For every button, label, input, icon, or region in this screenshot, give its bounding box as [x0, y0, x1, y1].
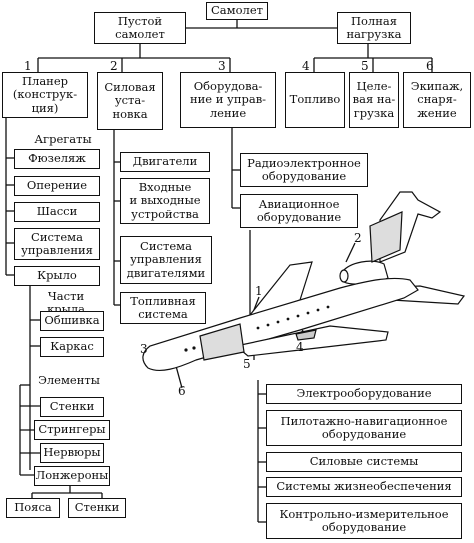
box-equipment-control: Оборудова- ние и управ- ление: [180, 72, 276, 128]
box-webs: Стенки: [40, 397, 104, 417]
box-fuselage: Фюзеляж: [14, 149, 100, 169]
box-aviation-equipment: Авиационное оборудование: [240, 194, 358, 228]
box-landing-gear: Шасси: [14, 202, 100, 222]
number-1: 1: [24, 59, 32, 73]
box-control-system: Система управления: [14, 228, 100, 260]
box-life-support: Системы жизнеобеспечения: [266, 477, 462, 497]
box-crew-equipment: Экипаж, снаря- жение: [403, 72, 471, 128]
box-inlets-outlets: Входные и выходные устройства: [120, 178, 210, 224]
number-3: 3: [218, 59, 226, 73]
box-stringers: Стрингеры: [34, 420, 110, 440]
label-elements: Элементы: [32, 373, 106, 388]
box-fuel: Топливо: [285, 72, 345, 128]
box-skin: Обшивка: [40, 311, 104, 331]
box-instrumentation: Контрольно-измерительное оборудование: [266, 503, 462, 539]
box-ribs: Нервюры: [40, 443, 104, 463]
box-target-load: Целе- вая на- грузка: [349, 72, 399, 128]
root-box-aircraft: Самолет: [206, 2, 268, 20]
box-flight-navigation: Пилотажно-навигационное оборудование: [266, 410, 462, 446]
label-units: Агрегаты: [28, 132, 98, 147]
box-spars: Лонжероны: [34, 466, 110, 486]
box-engine-control: Система управления двигателями: [120, 236, 212, 284]
plane-label-5: 5: [243, 357, 251, 371]
number-4: 4: [302, 59, 310, 73]
plane-label-6: 6: [178, 384, 186, 398]
plane-label-1: 1: [255, 284, 263, 298]
box-flanges: Пояса: [6, 498, 60, 518]
box-empty-aircraft: Пустой самолет: [94, 12, 186, 44]
box-empennage: Оперение: [14, 176, 100, 196]
box-electrical: Электрооборудование: [266, 384, 462, 404]
box-wing: Крыло: [14, 266, 100, 286]
aircraft-illustration: [142, 191, 466, 372]
plane-label-4: 4: [296, 340, 304, 354]
box-fuel-system: Топливная система: [120, 292, 206, 324]
box-power-systems: Силовые системы: [266, 452, 462, 472]
box-full-payload: Полная нагрузка: [337, 12, 411, 44]
box-powerplant: Силовая уста- новка: [97, 72, 163, 130]
plane-label-3: 3: [140, 342, 148, 356]
plane-label-2: 2: [354, 231, 362, 245]
number-2: 2: [110, 59, 118, 73]
box-airframe: Планер (конструк- ция): [2, 72, 88, 118]
box-spar-webs: Стенки: [68, 498, 126, 518]
number-6: 6: [426, 59, 434, 73]
number-5: 5: [361, 59, 369, 73]
box-frame: Каркас: [40, 337, 104, 357]
box-engines: Двигатели: [120, 152, 210, 172]
box-radio-electronic: Радиоэлектронное оборудование: [240, 153, 368, 187]
